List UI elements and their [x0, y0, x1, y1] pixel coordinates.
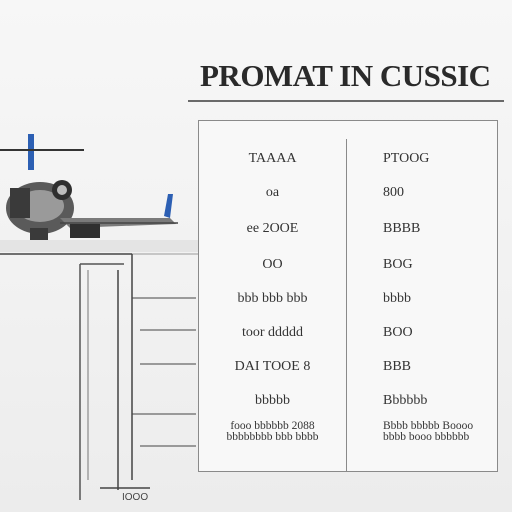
- table-cell-left: DAI TOOE 8: [234, 359, 311, 374]
- table-cell-left: ee 2OOE: [246, 221, 299, 236]
- table-cell-right: PTOOG: [383, 151, 430, 166]
- table-cell-right: BBBB: [383, 221, 421, 236]
- table-cell-left: bbb bbb bbb: [237, 291, 308, 306]
- table-cell-right: Bbbbbb: [383, 393, 428, 408]
- table-cell-left: bbbbb: [255, 393, 290, 408]
- title-rule: [188, 100, 504, 102]
- table-cell-right: Bbbb bbbbb Boooo bbbb booo bbbbbb: [383, 420, 474, 443]
- table-cell-left: oa: [265, 185, 280, 200]
- table-cell-left: fooo bbbbbb 2088 bbbbbbbb bbb bbbb: [226, 420, 319, 443]
- page-title: PROMAT IN CUSSIC: [200, 58, 491, 93]
- column-divider: [346, 139, 347, 471]
- connector-diagram: [0, 240, 200, 500]
- table-cell-right: BOO: [383, 325, 413, 340]
- table-cell-left: toor ddddd: [241, 325, 304, 340]
- diagram-bottom-label: IOOO: [122, 492, 149, 503]
- table-cell-left: OO: [262, 257, 283, 272]
- table-cell-right: BBB: [383, 359, 412, 374]
- table-cell-left: TAAAA: [248, 151, 297, 166]
- data-table: TAAAA PTOOG oa 800 ee 2OOE BBBB OO BOG b…: [198, 120, 498, 472]
- table-cell-right: bbbb: [383, 291, 411, 306]
- table-cell-right: 800: [383, 185, 404, 200]
- table-cell-right: BOG: [383, 257, 413, 272]
